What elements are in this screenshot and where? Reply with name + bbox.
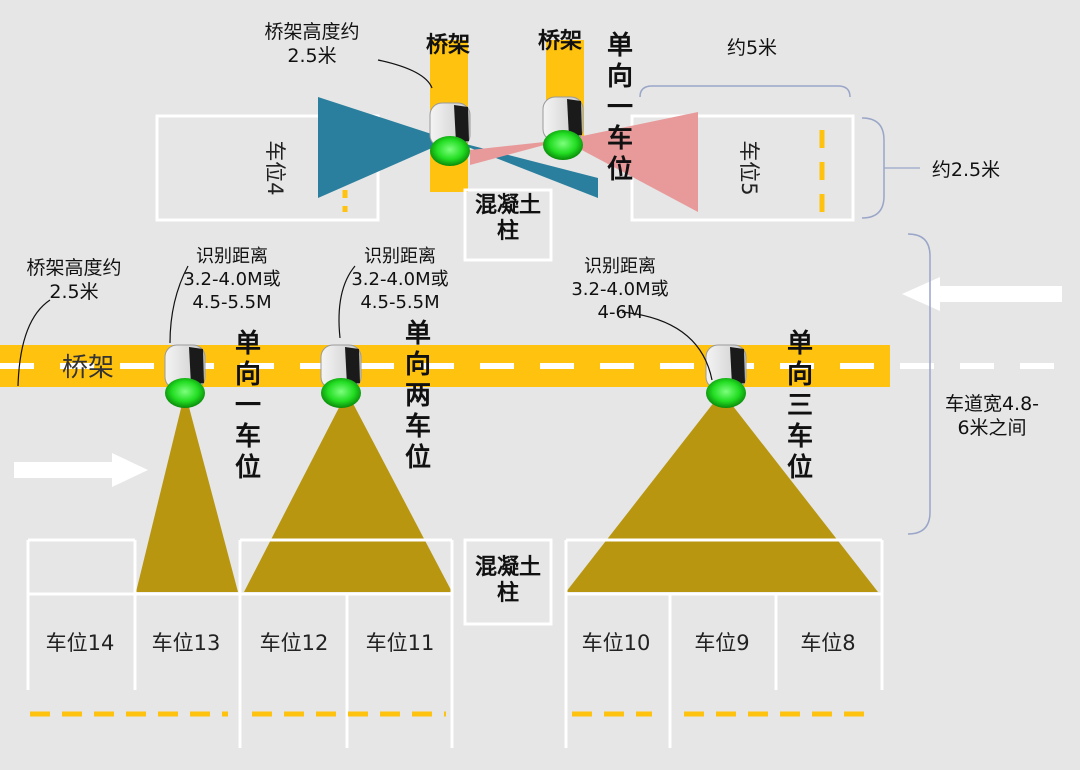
bottom-right-slot-lines <box>564 538 884 748</box>
top-section <box>155 40 920 262</box>
type-one-4: 车 <box>235 421 261 452</box>
brace-lane-width <box>907 233 931 535</box>
sensor-cone-three <box>566 392 878 592</box>
pillar-bottom-outline <box>463 538 553 626</box>
tray-height-top-line2: 2.5米 <box>287 45 336 67</box>
type-two-2: 向 <box>405 349 431 380</box>
tray-top-label-1: 桥架 <box>426 32 470 58</box>
type-three-4: 车 <box>787 421 813 452</box>
tray-main-label: 桥架 <box>62 353 114 383</box>
slot-10-label: 车位10 <box>582 631 651 655</box>
type-three-2: 向 <box>787 359 813 390</box>
leader-range-3 <box>621 311 713 381</box>
slot-5-label: 车位5 <box>737 140 761 195</box>
sensor-cone-pink-tail <box>470 140 563 165</box>
slot-11-label: 车位11 <box>366 631 435 655</box>
type-three-3: 三 <box>787 391 813 421</box>
type-top-2: 向 <box>607 61 633 92</box>
type-two-5: 位 <box>405 442 431 473</box>
slot-14-label: 车位14 <box>46 631 115 655</box>
pillar-top-outline <box>463 188 553 262</box>
pillar-top-line1: 混凝土 <box>475 192 541 218</box>
leader-range-2 <box>338 265 356 339</box>
type-one-1: 单 <box>235 329 261 359</box>
range-3-line1: 识别距离 <box>584 256 656 277</box>
range-1-line1: 识别距离 <box>196 246 268 267</box>
brace-25m <box>861 117 885 219</box>
type-two-1: 单 <box>405 319 431 349</box>
lane-section <box>0 233 1062 592</box>
type-two-3: 两 <box>405 381 431 411</box>
range-1-line3: 4.5-5.5M <box>192 292 271 313</box>
arrow-right-icon <box>14 453 148 487</box>
type-one-5: 位 <box>235 452 261 483</box>
tray-height-left-line2: 2.5米 <box>49 281 98 303</box>
type-top-3: 一 <box>607 93 633 123</box>
tray-height-top-line1: 桥架高度约 <box>264 21 359 43</box>
parking-guidance-sensor-icon <box>320 344 362 409</box>
slot-13-label: 车位13 <box>152 631 221 655</box>
type-three-5: 位 <box>787 452 813 483</box>
arrow-left-icon <box>902 277 1062 311</box>
sensor-cone-blue <box>318 97 450 198</box>
type-one-2: 向 <box>235 359 261 390</box>
parking-guidance-sensor-icon <box>164 344 206 409</box>
type-top-1: 单 <box>607 31 633 61</box>
range-3-line2: 3.2-4.0M或 <box>571 279 668 300</box>
parking-guidance-sensor-icon <box>705 344 747 409</box>
leader-left <box>17 299 51 387</box>
lane-width-line2: 6米之间 <box>957 417 1026 439</box>
approx-5m-label: 约5米 <box>727 37 777 59</box>
pillar-bottom-line1: 混凝土 <box>475 554 541 580</box>
sensor-cone-one <box>136 392 238 592</box>
range-1-line2: 3.2-4.0M或 <box>183 269 280 290</box>
sensor-cone-two <box>244 392 452 592</box>
parking-guidance-sensor-icon <box>429 102 471 167</box>
type-top-4: 车 <box>607 123 633 154</box>
type-one-3: 一 <box>235 391 261 421</box>
type-top-5: 位 <box>607 154 633 185</box>
slot-9-label: 车位9 <box>694 631 749 655</box>
type-two-4: 车 <box>405 411 431 442</box>
parking-guidance-sensor-icon <box>542 96 584 161</box>
leader-range-1 <box>169 265 189 344</box>
sensor-cone-pink <box>563 112 698 212</box>
slot-12-label: 车位12 <box>260 631 329 655</box>
range-2-line1: 识别距离 <box>364 246 436 267</box>
slot-8-label: 车位8 <box>800 631 855 655</box>
brace-5m <box>639 85 851 98</box>
pillar-top-line2: 柱 <box>497 219 519 244</box>
slot-4-label: 车位4 <box>263 140 287 195</box>
bottom-section <box>26 538 884 748</box>
type-three-1: 单 <box>787 329 813 359</box>
bottom-left-slot-lines <box>26 538 454 748</box>
lane-width-line1: 车道宽4.8- <box>945 393 1039 415</box>
range-3-line3: 4-6M <box>598 302 643 323</box>
approx-25m-label: 约2.5米 <box>932 159 1000 181</box>
pillar-bottom-line2: 柱 <box>497 581 519 606</box>
tray-top-label-2: 桥架 <box>538 28 582 54</box>
range-2-line2: 3.2-4.0M或 <box>351 269 448 290</box>
tray-height-left-line1: 桥架高度约 <box>26 257 121 279</box>
range-2-line3: 4.5-5.5M <box>360 292 439 313</box>
leader-top <box>377 59 433 89</box>
